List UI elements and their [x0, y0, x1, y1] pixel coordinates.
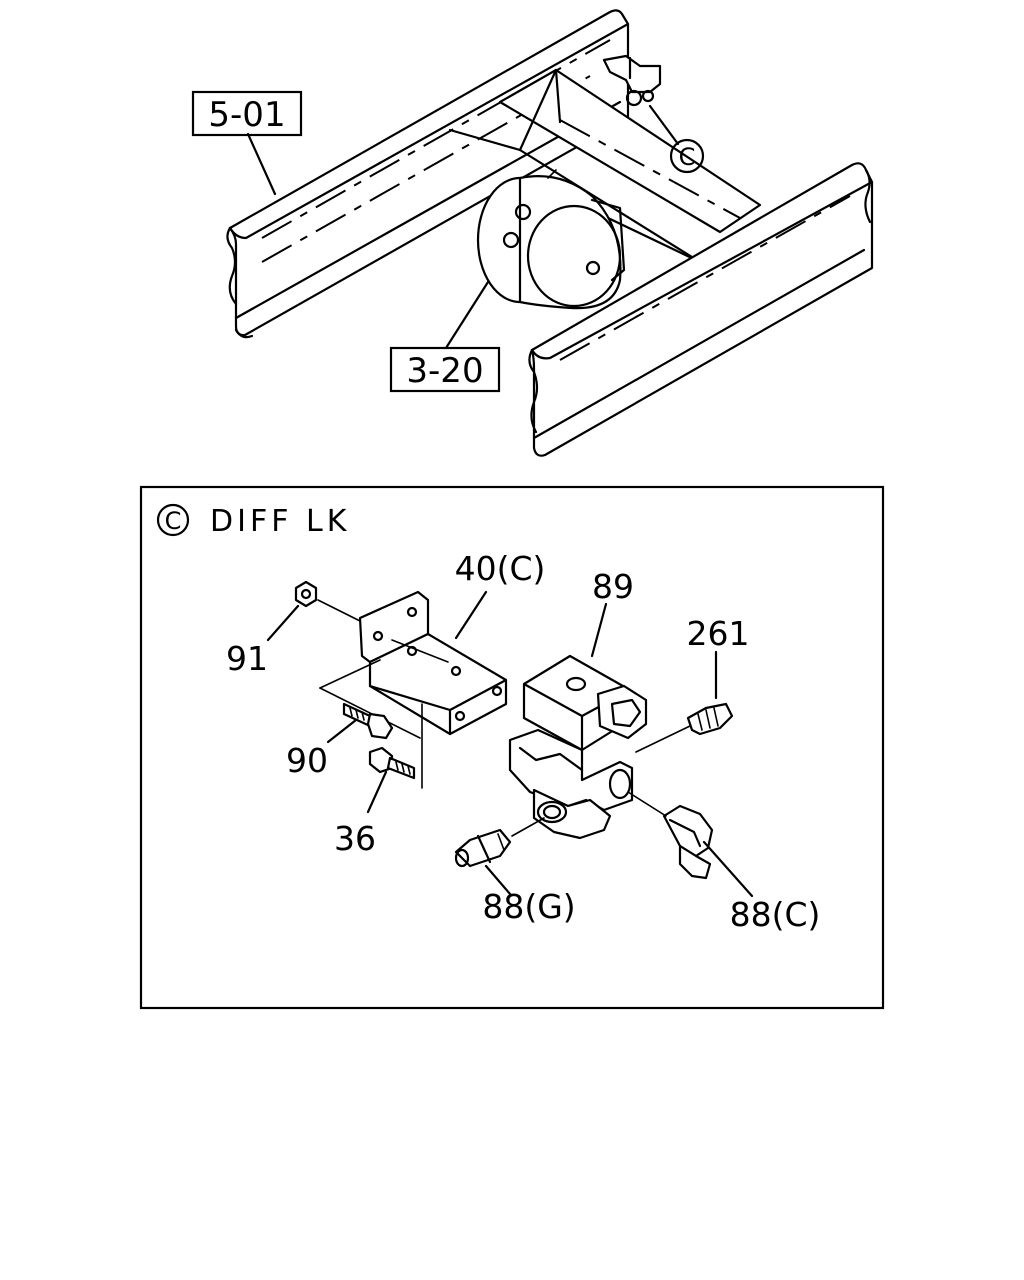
callout-5-01: 5-01 [191, 90, 303, 137]
fitting-88g [454, 817, 545, 868]
callout-3-20: 3-20 [389, 346, 501, 393]
bolt-90 [342, 702, 394, 740]
part-label-91: 91 [226, 639, 268, 678]
plug-261 [635, 702, 734, 753]
callout-3-20-text: 3-20 [406, 351, 483, 391]
leader-5-01 [246, 132, 277, 196]
detail-title: C DIFF LK [156, 503, 350, 539]
chassis-overview: 5-01 3-20 C [191, 9, 874, 457]
leader-40c [454, 590, 488, 640]
leader-89 [590, 602, 608, 658]
detail-marker-c: C [669, 138, 705, 174]
leader-3-20 [444, 280, 490, 350]
part-label-89: 89 [592, 567, 634, 606]
part-label-90: 90 [286, 741, 328, 780]
leader-c [648, 104, 680, 146]
bolt-36 [368, 746, 416, 780]
detail-title-marker: C [165, 507, 182, 535]
part-label-261: 261 [687, 614, 750, 653]
leader-88g [484, 864, 512, 896]
leader-88c [702, 840, 754, 898]
leader-90 [326, 718, 358, 744]
bracket-40c [319, 590, 508, 789]
part-label-88g: 88(G) [482, 887, 575, 926]
brake-chamber [476, 169, 626, 310]
right-frame-rail [528, 162, 874, 457]
nut-91 [294, 580, 363, 623]
solenoid-valve-89 [508, 654, 648, 840]
detail-title-text: DIFF LK [210, 504, 350, 539]
fitting-88c [627, 791, 714, 880]
leader-36 [366, 770, 388, 814]
detail-panel: C DIFF LK [139, 485, 885, 1010]
detail-marker-c-text: C [679, 143, 696, 171]
part-label-40c: 40(C) [455, 549, 546, 588]
detail-frame [139, 485, 885, 1010]
valve-location-c [602, 54, 662, 107]
part-label-36: 36 [334, 819, 376, 858]
leader-91 [266, 604, 300, 642]
part-label-88c: 88(C) [730, 895, 821, 934]
callout-5-01-text: 5-01 [208, 95, 285, 135]
